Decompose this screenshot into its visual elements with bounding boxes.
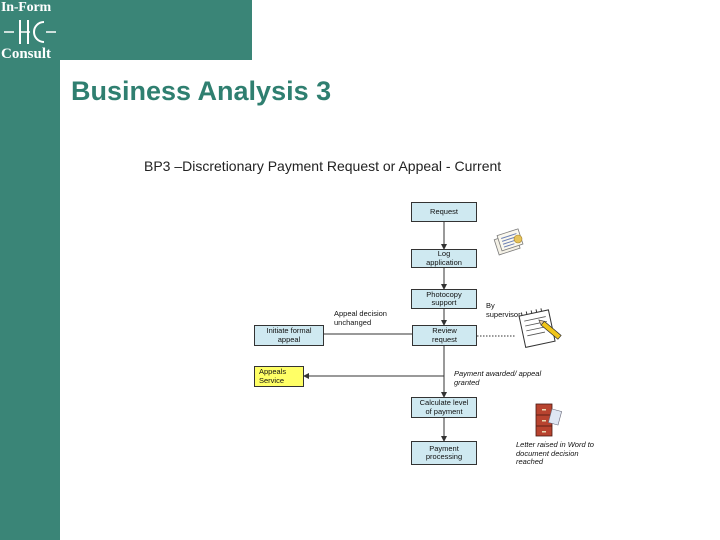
note-by-supervisor: By supervisor bbox=[486, 301, 521, 319]
node-log-application-label: Log application bbox=[426, 249, 462, 267]
notepad-pencil-icon bbox=[518, 308, 562, 348]
page-title: Business Analysis 3 bbox=[71, 76, 332, 106]
company-logo: In-Form Consult bbox=[0, 0, 60, 64]
node-appeals-service-label: Appeals Service bbox=[259, 367, 287, 385]
top-brand-band bbox=[0, 0, 252, 60]
filing-cabinet-icon bbox=[535, 403, 563, 437]
node-log-application: Log application bbox=[411, 249, 477, 268]
node-appeals-service: Appeals Service bbox=[254, 366, 304, 387]
node-payment-processing-label: Payment processing bbox=[425, 443, 463, 461]
logo-line-1: In-Form bbox=[1, 0, 51, 15]
diagram-subtitle: BP3 –Discretionary Payment Request or Ap… bbox=[144, 158, 502, 174]
logo-mark-icon bbox=[4, 20, 56, 44]
node-calculate-level: Calculate level of payment bbox=[411, 397, 477, 418]
node-initiate-formal-appeal-label: Initiate formal appeal bbox=[266, 326, 312, 344]
node-payment-processing: Payment processing bbox=[411, 441, 477, 465]
note-letter-raised: Letter raised in Word to document decisi… bbox=[516, 440, 594, 466]
node-photocopy-support-label: Photocopy support bbox=[426, 289, 462, 307]
node-calculate-level-label: Calculate level of payment bbox=[419, 398, 469, 416]
note-payment-awarded: Payment awarded/ appeal granted bbox=[454, 369, 542, 387]
documents-icon bbox=[493, 228, 524, 256]
node-initiate-formal-appeal: Initiate formal appeal bbox=[254, 325, 324, 346]
node-request-label: Request bbox=[430, 206, 458, 216]
logo-line-3: Consult bbox=[1, 46, 52, 62]
node-review-request-label: Review request bbox=[431, 326, 458, 344]
left-brand-bar bbox=[0, 0, 60, 540]
note-appeal-decision-unchanged: Appeal decision unchanged bbox=[334, 309, 387, 327]
node-review-request: Review request bbox=[412, 325, 477, 346]
node-photocopy-support: Photocopy support bbox=[411, 289, 477, 309]
node-request: Request bbox=[411, 202, 477, 222]
